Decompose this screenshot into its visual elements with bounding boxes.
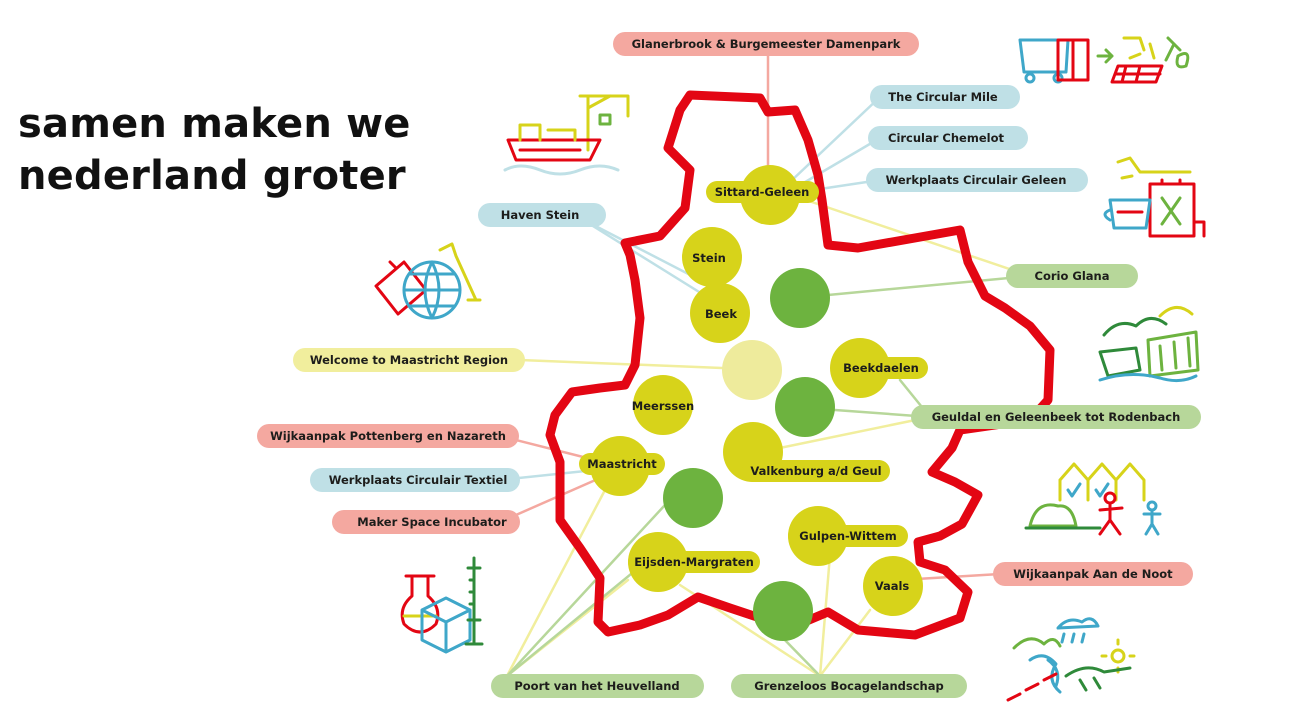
muni-eijsden-margraten: Eijsden-Margraten (628, 551, 760, 573)
muni-valkenburg-label: Valkenburg a/d Geul (750, 464, 881, 478)
muni-meerssen-label: Meerssen (632, 399, 694, 413)
muni-eijsden-margraten-label: Eijsden-Margraten (634, 555, 754, 569)
circle-beek (690, 283, 750, 343)
label-werkplaats-geleen: Werkplaats Circulair Geleen (866, 168, 1088, 192)
muni-sittard-geleen: Sittard-Geleen (706, 181, 819, 203)
muni-stein: Stein (692, 251, 726, 265)
muni-maastricht-label: Maastricht (587, 457, 657, 471)
wrench-cup-battery-icon (1103, 156, 1206, 238)
circle-green-mid (775, 377, 835, 437)
circle-green-south (663, 468, 723, 528)
label-maker-space-text: Maker Space Incubator (357, 515, 507, 529)
muni-vaals-label: Vaals (875, 579, 910, 593)
label-maker-space: Maker Space Incubator (332, 510, 520, 534)
globe-suitcase-wrench-icon (374, 242, 482, 320)
label-aan-de-noot: Wijkaanpak Aan de Noot (993, 562, 1193, 586)
circle-green-bottom (753, 581, 813, 641)
label-poort-heuvelland-text: Poort van het Heuvelland (514, 679, 679, 693)
headline-line-2: nederland groter (18, 153, 406, 199)
ship-crane-icon (503, 94, 630, 176)
label-welcome-maastricht-text: Welcome to Maastricht Region (310, 353, 508, 367)
muni-beek-label: Beek (705, 307, 737, 321)
muni-sittard-geleen-label: Sittard-Geleen (715, 185, 810, 199)
muni-beekdaelen: Beekdaelen (834, 357, 928, 379)
label-poort-heuvelland: Poort van het Heuvelland (491, 674, 704, 698)
landscape-bushes-icon (1098, 306, 1200, 383)
circle-green-north (770, 268, 830, 328)
label-corio-glana-text: Corio Glana (1035, 269, 1110, 283)
project-labels: Glanerbrook & Burgemeester Damenpark The… (257, 32, 1201, 698)
muni-maastricht: Maastricht (579, 453, 665, 475)
muni-valkenburg: Valkenburg a/d Geul (742, 460, 890, 482)
label-glanerbrook-text: Glanerbrook & Burgemeester Damenpark (632, 37, 901, 51)
label-aan-de-noot-text: Wijkaanpak Aan de Noot (1013, 567, 1173, 581)
muni-gulpen-wittem: Gulpen-Wittem (788, 525, 908, 547)
label-haven-stein: Haven Stein (478, 203, 606, 227)
flask-cube-syringe-icon (400, 556, 484, 654)
region-border (545, 90, 1055, 640)
muni-meerssen: Meerssen (632, 399, 694, 413)
greenhouse-people-icon (1024, 462, 1162, 536)
label-grenzeloos-text: Grenzeloos Bocagelandschap (754, 679, 943, 693)
label-werkplaats-textiel: Werkplaats Circulair Textiel (310, 468, 520, 492)
headline: samen maken we nederland groter (18, 98, 411, 202)
label-circular-chemelot-text: Circular Chemelot (888, 131, 1004, 145)
circle-welcome (722, 340, 782, 400)
label-welcome-maastricht: Welcome to Maastricht Region (293, 348, 525, 372)
muni-beekdaelen-label: Beekdaelen (843, 361, 919, 375)
circle-meerssen (633, 375, 693, 435)
label-werkplaats-geleen-text: Werkplaats Circulair Geleen (886, 173, 1067, 187)
label-pottenberg: Wijkaanpak Pottenberg en Nazareth (257, 424, 519, 448)
label-grenzeloos: Grenzeloos Bocagelandschap (731, 674, 967, 698)
circle-stein (682, 227, 742, 287)
label-circular-mile: The Circular Mile (870, 85, 1020, 109)
connector-lines (498, 53, 1032, 678)
river-rain-sun-icon (1006, 617, 1136, 702)
muni-stein-label: Stein (692, 251, 726, 265)
municipality-labels: Sittard-Geleen Stein Beek Beekdaelen Mee… (579, 181, 928, 593)
label-corio-glana: Corio Glana (1006, 264, 1138, 288)
containers-recycle-solar-icon (1018, 36, 1190, 84)
muni-beek: Beek (705, 307, 737, 321)
label-geuldal-text: Geuldal en Geleenbeek tot Rodenbach (932, 410, 1181, 424)
muni-vaals: Vaals (875, 579, 910, 593)
label-circular-mile-text: The Circular Mile (888, 90, 998, 104)
label-haven-stein-text: Haven Stein (501, 208, 580, 222)
label-pottenberg-text: Wijkaanpak Pottenberg en Nazareth (270, 429, 506, 443)
headline-line-1: samen maken we (18, 101, 411, 147)
muni-gulpen-wittem-label: Gulpen-Wittem (799, 529, 896, 543)
label-geuldal: Geuldal en Geleenbeek tot Rodenbach (911, 405, 1201, 429)
label-werkplaats-textiel-text: Werkplaats Circulair Textiel (329, 473, 508, 487)
circle-vaals (863, 556, 923, 616)
label-glanerbrook: Glanerbrook & Burgemeester Damenpark (613, 32, 919, 56)
label-circular-chemelot: Circular Chemelot (868, 126, 1028, 150)
